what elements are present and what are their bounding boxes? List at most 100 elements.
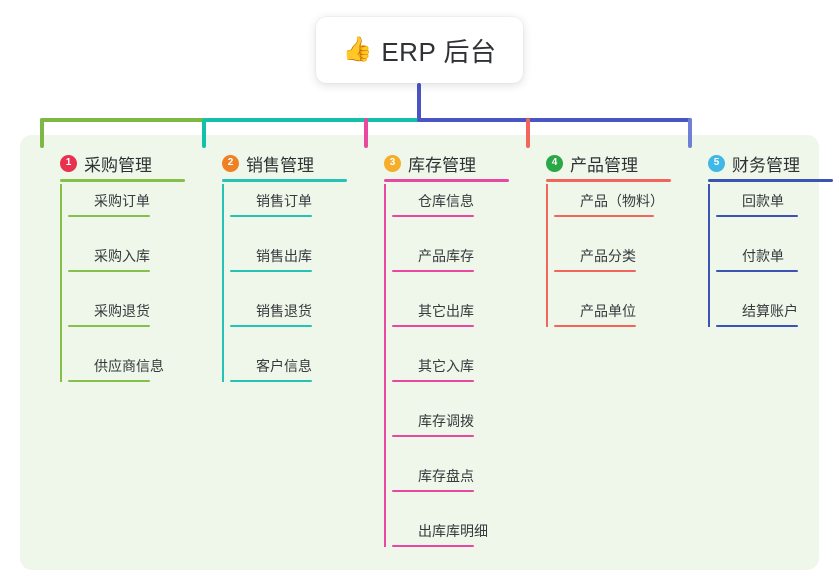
- branch-item[interactable]: 其它出库: [392, 294, 476, 349]
- branch-item[interactable]: 供应商信息: [68, 349, 164, 404]
- branch-item[interactable]: 销售退货: [230, 294, 314, 349]
- column-stem-5: [688, 118, 692, 148]
- branch-item[interactable]: 客户信息: [230, 349, 314, 404]
- branch-spine: [546, 184, 548, 327]
- branch-spine: [222, 184, 224, 382]
- branch-item-rule: [68, 215, 150, 217]
- branch-item-label: 库存盘点: [418, 468, 474, 484]
- branch-header-rule: [546, 179, 671, 182]
- branch-item-label: 客户信息: [256, 358, 312, 374]
- branch-column-4: 4 产品管理产品（物料） 产品分类产品单位: [526, 145, 671, 349]
- branch-item-label: 销售出库: [256, 248, 312, 264]
- branch-item[interactable]: 销售订单: [230, 184, 314, 239]
- branch-item-rule: [230, 215, 312, 217]
- branch-number-badge: 4: [546, 154, 563, 172]
- branch-item-label: 产品库存: [418, 248, 474, 264]
- branch-item-label: 其它出库: [418, 303, 474, 319]
- branch-item[interactable]: 产品分类: [554, 239, 638, 294]
- branch-item[interactable]: 仓库信息: [392, 184, 476, 239]
- branch-item[interactable]: 销售出库: [230, 239, 314, 294]
- branch-item[interactable]: 出库库明细: [392, 514, 488, 569]
- branch-title: 销售管理: [246, 155, 314, 175]
- branch-column-3: 3 库存管理仓库信息产品库存其它出库其它入库库存调拨库存盘点出库库明细: [364, 145, 509, 569]
- branch-spine: [60, 184, 62, 382]
- branch-item-label: 产品单位: [580, 303, 636, 319]
- connector-bar-blue: [417, 118, 692, 122]
- column-stem-2: [202, 118, 206, 148]
- root-node[interactable]: 👍 ERP 后台: [316, 17, 523, 83]
- branch-item-rule: [392, 325, 474, 327]
- branch-item-rule: [68, 380, 150, 382]
- branch-items: 采购订单采购入库采购退货供应商信息: [40, 184, 164, 404]
- branch-item-rule: [392, 380, 474, 382]
- branch-item-rule: [68, 325, 150, 327]
- branch-item[interactable]: 采购订单: [68, 184, 152, 239]
- branch-spine: [384, 184, 386, 547]
- branch-item-rule: [716, 325, 798, 327]
- branch-items: 回款单付款单结算账户: [688, 184, 800, 349]
- branch-item[interactable]: 库存盘点: [392, 459, 476, 514]
- branch-item[interactable]: 付款单: [716, 239, 800, 294]
- branch-header-rule: [384, 179, 509, 182]
- thumbs-up-icon: 👍: [342, 36, 373, 63]
- root-stem: [417, 83, 421, 122]
- column-stem-3: [364, 118, 368, 148]
- branch-item-rule: [554, 215, 654, 217]
- branch-item[interactable]: 回款单: [716, 184, 800, 239]
- branch-number-badge: 5: [708, 154, 725, 172]
- branch-header-rule: [708, 179, 833, 182]
- branch-item[interactable]: 采购退货: [68, 294, 152, 349]
- branch-header-4[interactable]: 4 产品管理: [526, 145, 671, 182]
- branch-item-rule: [230, 380, 312, 382]
- branch-column-1: 1 采购管理采购订单采购入库采购退货供应商信息: [40, 145, 185, 404]
- branch-item-rule: [392, 215, 474, 217]
- branch-column-2: 2 销售管理销售订单销售出库销售退货客户信息: [202, 145, 347, 404]
- branch-number-badge: 2: [222, 154, 239, 172]
- branch-item-label: 采购退货: [94, 303, 150, 319]
- branch-header-rule: [222, 179, 347, 182]
- branch-number-badge: 1: [60, 154, 77, 172]
- branch-item-label: 出库库明细: [418, 523, 488, 539]
- branch-item[interactable]: 产品库存: [392, 239, 476, 294]
- branch-item-label: 库存调拨: [418, 413, 474, 429]
- root-node-label: ERP 后台: [381, 36, 497, 67]
- branch-item-rule: [68, 270, 150, 272]
- branch-title: 产品管理: [570, 155, 638, 175]
- connector-bar-green: [40, 118, 204, 122]
- branch-item-label: 产品分类: [580, 248, 636, 264]
- branch-item-label: 仓库信息: [418, 193, 474, 209]
- branch-item-rule: [392, 435, 474, 437]
- branch-item-rule: [554, 270, 636, 272]
- branch-item-rule: [716, 215, 798, 217]
- branch-item-label: 付款单: [742, 248, 784, 264]
- branch-title: 库存管理: [408, 155, 476, 175]
- branch-item-label: 销售订单: [256, 193, 312, 209]
- branch-item-label: 采购入库: [94, 248, 150, 264]
- branch-item[interactable]: 产品（物料）: [554, 184, 664, 239]
- branch-header-5[interactable]: 5 财务管理: [688, 145, 833, 182]
- branch-item[interactable]: 采购入库: [68, 239, 152, 294]
- branch-items: 仓库信息产品库存其它出库其它入库库存调拨库存盘点出库库明细: [364, 184, 488, 569]
- branch-item[interactable]: 结算账户: [716, 294, 800, 349]
- branch-header-3[interactable]: 3 库存管理: [364, 145, 509, 182]
- branch-item-rule: [392, 490, 474, 492]
- branch-item-rule: [392, 545, 474, 547]
- branch-item[interactable]: 产品单位: [554, 294, 638, 349]
- branch-number-badge: 3: [384, 154, 401, 172]
- branch-title: 采购管理: [84, 155, 152, 175]
- branch-item[interactable]: 库存调拨: [392, 404, 476, 459]
- branch-item-rule: [392, 270, 474, 272]
- branch-item-label: 采购订单: [94, 193, 150, 209]
- branch-header-rule: [60, 179, 185, 182]
- branch-item-rule: [230, 270, 312, 272]
- branch-items: 销售订单销售出库销售退货客户信息: [202, 184, 314, 404]
- content-panel: [20, 135, 819, 570]
- column-stem-1: [40, 118, 44, 148]
- branch-title: 财务管理: [732, 155, 800, 175]
- branch-header-2[interactable]: 2 销售管理: [202, 145, 347, 182]
- branch-item-label: 结算账户: [742, 303, 798, 319]
- branch-header-1[interactable]: 1 采购管理: [40, 145, 185, 182]
- connector-bar-teal: [204, 118, 419, 122]
- branch-item[interactable]: 其它入库: [392, 349, 476, 404]
